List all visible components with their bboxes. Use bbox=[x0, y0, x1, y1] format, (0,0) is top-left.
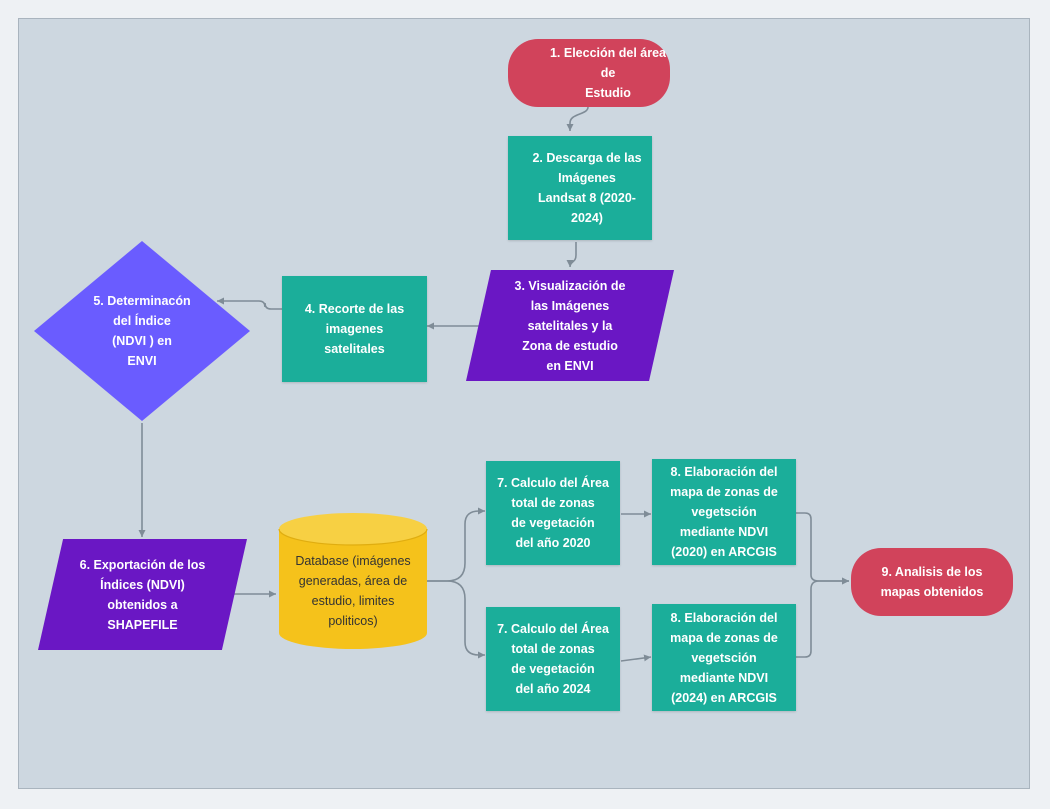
step-5-label: 5. Determinacón del Índice (NDVI ) en EN… bbox=[93, 294, 191, 368]
step-1-terminal[interactable]: 1. Elección del área de Estudio bbox=[508, 39, 670, 107]
step-3-label: 3. Visualización de las Imágenes satelit… bbox=[514, 278, 626, 373]
database-label: Database (imágenes generadas, área de es… bbox=[295, 554, 411, 628]
step-2-process[interactable]: 2. Descarga de las Imágenes Landsat 8 (2… bbox=[508, 136, 652, 240]
step-6-data[interactable]: 6. Exportación de los Índices (NDVI) obt… bbox=[38, 539, 247, 650]
connector-8b-to-9 bbox=[796, 577, 849, 658]
step-6-label: 6. Exportación de los Índices (NDVI) obt… bbox=[79, 557, 206, 632]
step-4-label: 4. Recorte de las imagenes satelitales bbox=[304, 302, 405, 356]
step-4-process[interactable]: 4. Recorte de las imagenes satelitales bbox=[282, 276, 427, 382]
step-3-data[interactable]: 3. Visualización de las Imágenes satelit… bbox=[466, 270, 674, 381]
step-9-terminal[interactable]: 9. Analisis de los mapas obtenidos bbox=[851, 548, 1013, 616]
connector-2-to-3 bbox=[566, 242, 577, 268]
database-shape bbox=[278, 513, 428, 649]
step-7a-label: 7. Calculo del Área total de zonas de ve… bbox=[497, 476, 609, 550]
connector-layer bbox=[138, 106, 849, 662]
connector-1-to-2 bbox=[566, 106, 589, 131]
step-7a-process[interactable]: 7. Calculo del Área total de zonas de ve… bbox=[486, 461, 620, 565]
step-8b-process[interactable]: 8. Elaboración del mapa de zonas de vege… bbox=[652, 604, 796, 711]
step-7b-label: 7. Calculo del Área total de zonas de ve… bbox=[497, 622, 609, 696]
database-cylinder[interactable]: Database (imágenes generadas, área de es… bbox=[277, 511, 429, 651]
connector-db-to-7a bbox=[427, 507, 485, 582]
step-9-label: 9. Analisis de los mapas obtenidos bbox=[880, 565, 984, 599]
connector-4-to-5 bbox=[217, 297, 282, 310]
flowchart-canvas: 1. Elección del área de Estudio 2. Desca… bbox=[18, 18, 1030, 789]
step-8a-process[interactable]: 8. Elaboración del mapa de zonas de vege… bbox=[652, 459, 796, 565]
connector-7b-to-8b bbox=[620, 654, 652, 662]
step-7b-process[interactable]: 7. Calculo del Área total de zonas de ve… bbox=[486, 607, 620, 711]
step-1-label: 1. Elección del área de Estudio bbox=[549, 46, 667, 100]
connector-8a-to-9 bbox=[796, 512, 849, 585]
step-8b-label: 8. Elaboración del mapa de zonas de vege… bbox=[670, 610, 778, 705]
step-8a-label: 8. Elaboración del mapa de zonas de vege… bbox=[670, 465, 778, 559]
connector-db-to-7b bbox=[427, 580, 485, 659]
step-2-label: 2. Descarga de las Imágenes Landsat 8 (2… bbox=[532, 151, 642, 225]
